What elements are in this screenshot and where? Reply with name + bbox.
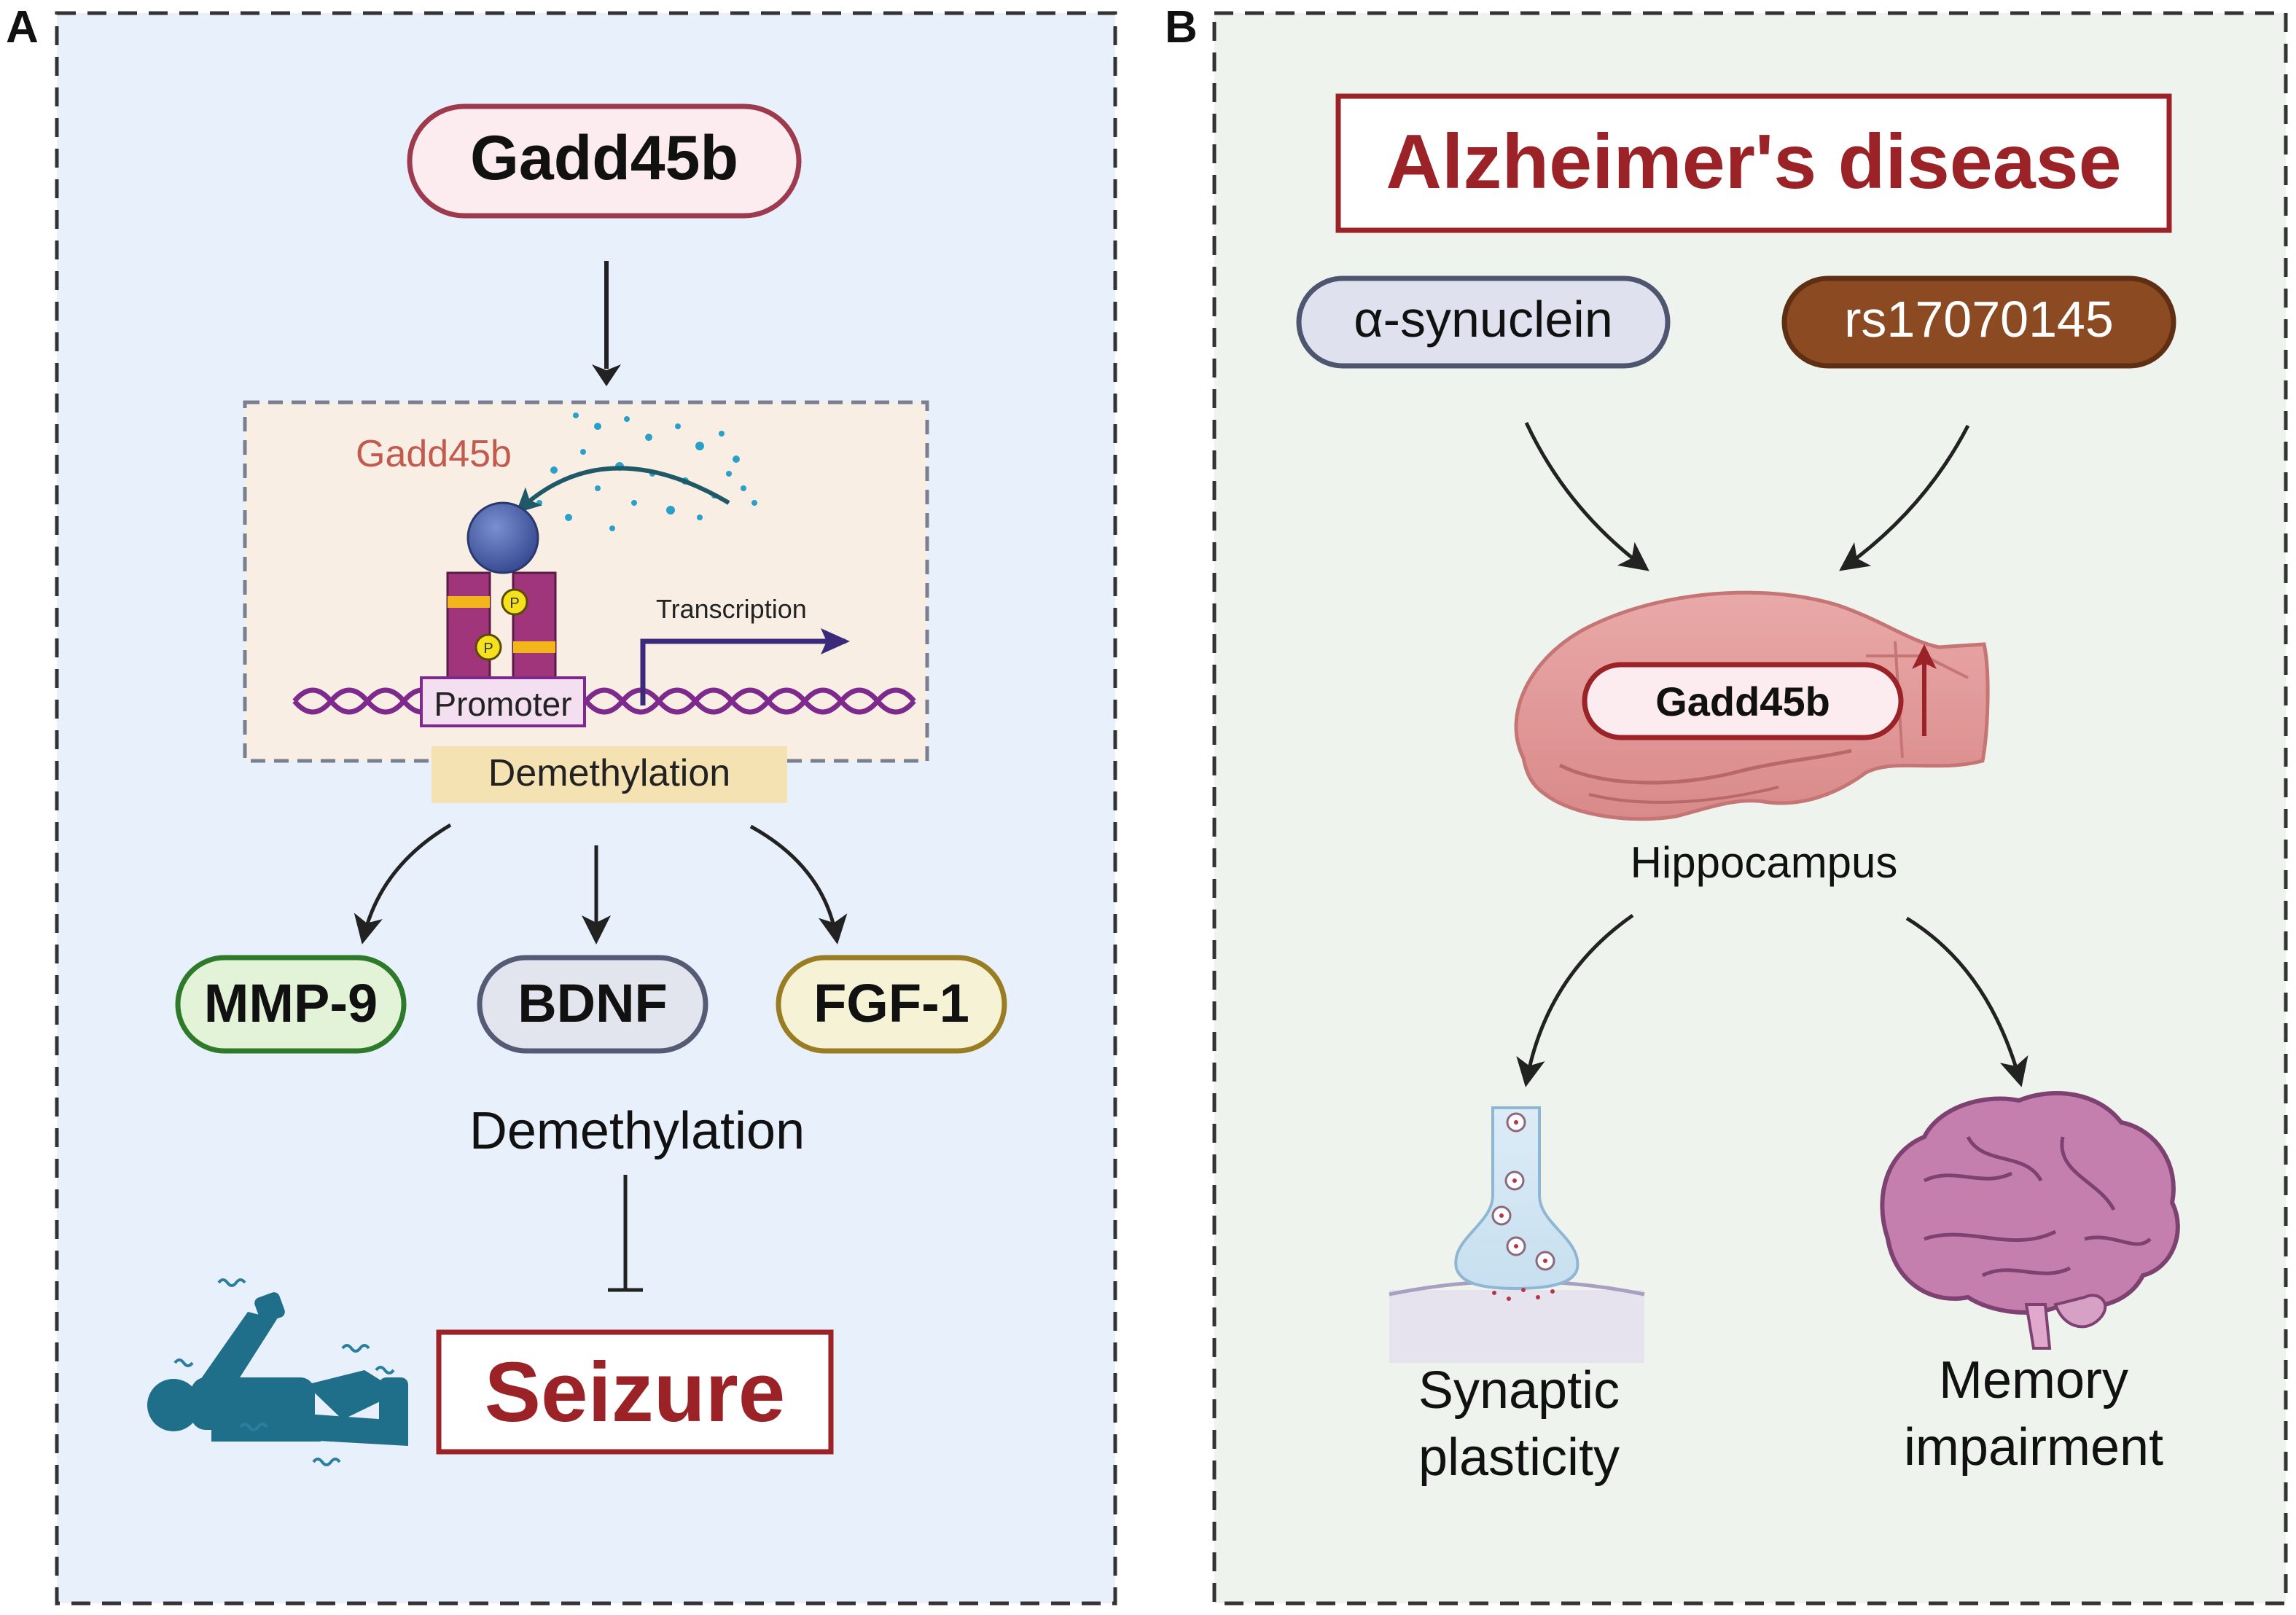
transcription-label: Transcription (656, 594, 807, 624)
alpha-synuclein-label: α-synuclein (1354, 291, 1613, 348)
gadd45b-protein-ball (466, 501, 539, 574)
seizure-person-icon (147, 1278, 408, 1466)
synaptic-label-line2: plasticity (1418, 1428, 1620, 1487)
arrow-to-inset-head (592, 364, 621, 386)
transcription-arrow (640, 628, 850, 705)
alpha-synuclein-pill (1296, 275, 1671, 369)
synaptic-label-line1: Synaptic (1418, 1361, 1620, 1420)
gadd45b-dots (536, 412, 757, 531)
seizure-box (436, 1329, 834, 1455)
svg-text:P: P (483, 641, 493, 657)
arrow-to-mmp9 (354, 823, 452, 945)
memory-label-line1: Memory (1939, 1351, 2128, 1409)
alzheimers-label: Alzheimer's disease (1386, 119, 2121, 205)
hippocampus-label: Hippocampus (1631, 838, 1898, 887)
bdnf-label: BDNF (518, 973, 668, 1033)
arrow-to-memory-impairment (1905, 916, 2028, 1087)
arrow-asyn-to-hippocampus (1524, 421, 1649, 571)
gadd45b-hippocampus-label: Gadd45b (1655, 679, 1830, 724)
inset-demethylation-label: Demethylation (488, 752, 730, 794)
panel-b: B Alzheimer's disease α-synuclein rs1707… (1165, 2, 2288, 1606)
fgf1-pill (776, 955, 1007, 1054)
memory-label-line2: impairment (1904, 1418, 2163, 1477)
inset-gadd45b-label: Gadd45b (356, 433, 512, 475)
fgf1-label: FGF-1 (813, 973, 969, 1033)
binding-arc-arrow (515, 466, 730, 514)
gadd45b-top-pill (407, 103, 802, 219)
panel-a: A Gadd45b Gadd45b (6, 2, 1117, 1606)
arrow-rs-to-hippocampus (1839, 424, 1970, 571)
promoter-complex: P P (446, 571, 557, 688)
rs17070145-label: rs17070145 (1844, 291, 2114, 348)
bdnf-pill (477, 955, 708, 1054)
seizure-label: Seizure (485, 1345, 786, 1439)
promoter-label: Promoter (434, 685, 571, 723)
gadd45b-hippocampus-pill (1582, 662, 1904, 740)
arrow-to-synaptic-plasticity (1516, 913, 1634, 1087)
arrow-to-fgf1 (749, 824, 848, 945)
panel-a-letter: A (6, 2, 39, 52)
mmp9-pill (175, 955, 407, 1054)
inset-demethylation-banner (432, 746, 787, 803)
brain-icon (1880, 1091, 2180, 1350)
alzheimers-box (1335, 93, 2172, 233)
svg-text:P: P (509, 595, 519, 611)
synapse-icon (1389, 1106, 1645, 1363)
rs17070145-pill (1781, 275, 2176, 369)
dna-strand (292, 687, 916, 715)
promoter-box (420, 676, 586, 727)
gadd45b-top-pill-label: Gadd45b (470, 123, 738, 193)
demethylation-label: Demethylation (469, 1102, 805, 1160)
mmp9-label: MMP-9 (204, 973, 378, 1033)
panel-b-letter: B (1165, 2, 1198, 52)
